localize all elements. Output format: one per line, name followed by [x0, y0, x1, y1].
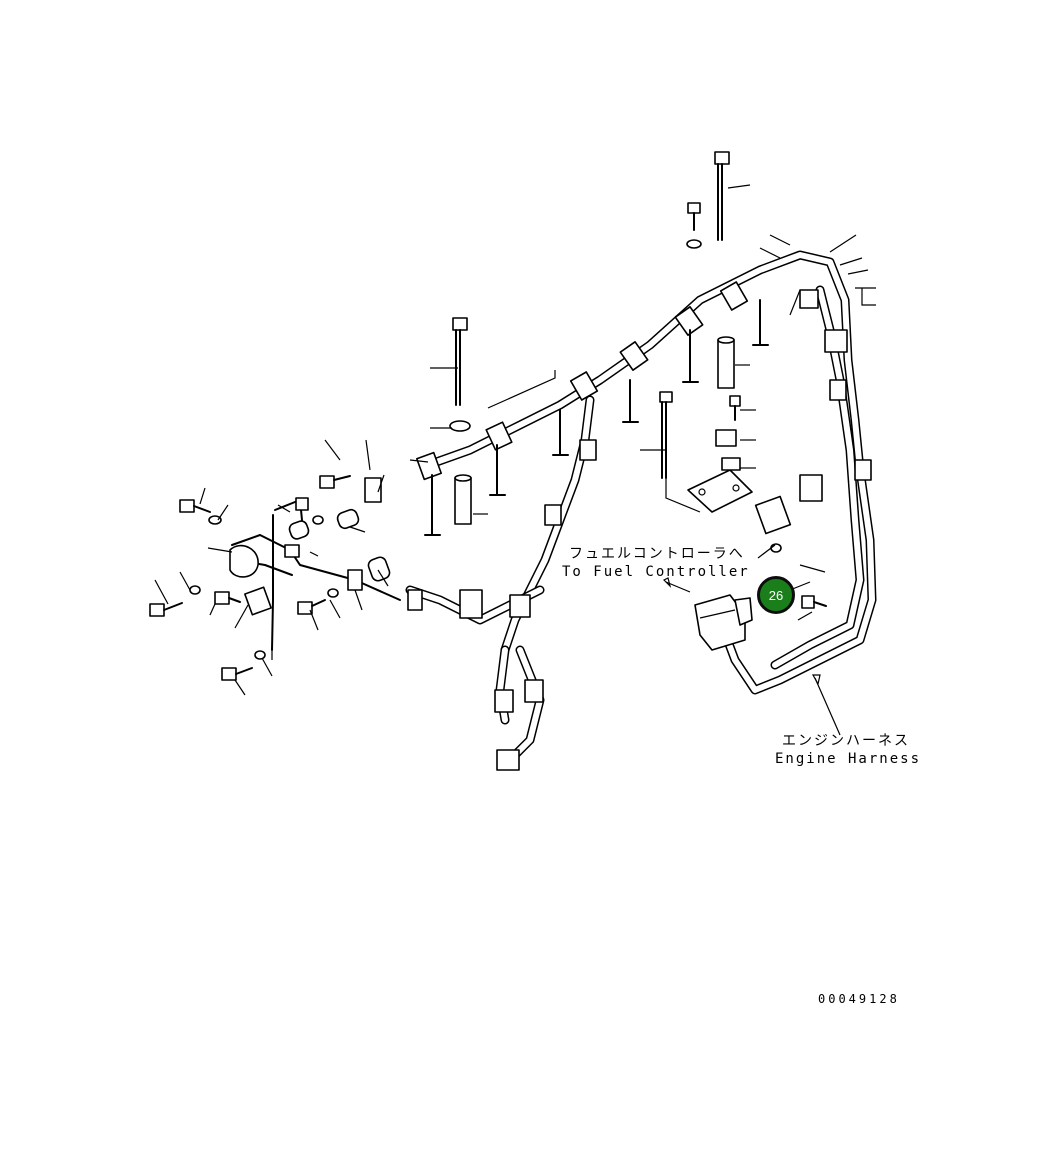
engine-harness-label-en: Engine Harness — [775, 751, 922, 767]
fuel-controller-label-en: To Fuel Controller — [562, 564, 750, 580]
callout-number: 26 — [768, 587, 784, 603]
spacers — [288, 336, 735, 582]
engine-harness-label-jp: エンジンハーネス — [782, 733, 910, 749]
main-harness-cable — [405, 250, 877, 765]
drawing-number: 00049128 — [818, 992, 900, 1006]
fuel-controller-label-jp: フュエルコントローラへ — [569, 546, 745, 562]
drop-clips — [424, 299, 769, 536]
left-bracket-assembly — [229, 477, 401, 651]
callout-badge[interactable]: 26 — [757, 576, 795, 614]
leader-lines — [154, 184, 876, 736]
fuel-controller-connector — [694, 594, 753, 651]
small-bolts — [149, 475, 827, 681]
harness-clips — [407, 281, 872, 771]
mounting-plate — [687, 429, 753, 513]
